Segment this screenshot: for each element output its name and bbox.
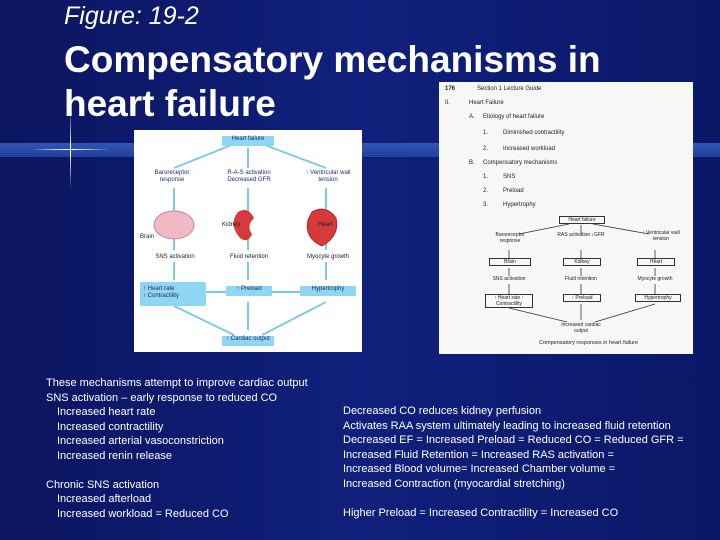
left-line-1: These mechanisms attempt to improve card… — [46, 377, 308, 389]
slide-title: Compensatory mechanisms in heart failure — [64, 38, 601, 126]
left-spacer — [46, 463, 308, 478]
fig-cardiac-output: ↑ Cardiac output — [222, 336, 274, 346]
scan-d-baroreceptor: Baroreceptor response — [495, 232, 525, 244]
scan-d-ventricular: ↑ Ventricular wall tension — [642, 230, 680, 242]
scan-a1-num: 1. — [483, 130, 489, 136]
fig-myocyte: Myocyte growth — [306, 254, 349, 260]
scan-b1-num: 1. — [483, 174, 489, 180]
slide-title-line-2: heart failure — [64, 83, 276, 124]
scan-d-output: Increased cardiac output — [561, 322, 601, 334]
fig-contractility: ↑ Contractility — [143, 293, 180, 299]
figure-label: Figure: 19-2 — [64, 2, 199, 30]
scan-numeral: II. — [445, 100, 451, 106]
scan-a2-text: Increased workload — [503, 146, 556, 152]
scan-d-preload: ↑ Preload — [563, 294, 601, 302]
lecture-guide-scan: 176 Section 1 Lecture Guide II. Heart Fa… — [439, 82, 693, 354]
scan-page-number: 176 — [445, 86, 456, 92]
fig-baroreceptor: Baroreceptor response — [154, 170, 190, 183]
sparkle-horizontal — [30, 149, 110, 150]
compensatory-mechanisms-figure: Heart failure Baroreceptor response R-A-… — [134, 130, 362, 352]
scan-b3-num: 3. — [483, 202, 489, 208]
left-line-2: SNS activation – early response to reduc… — [46, 391, 278, 404]
fig-ventricular: ↑ Ventricular wall tension — [305, 170, 351, 183]
kidney-icon — [233, 210, 254, 241]
left-text-column: These mechanisms attempt to improve card… — [46, 376, 308, 521]
scan-b-letter: B. — [469, 160, 475, 166]
scan-b1-text: SNS — [503, 174, 516, 180]
fig-heart-failure: Heart failure — [222, 136, 274, 146]
scan-b-text: Compensatory mechanisms — [483, 160, 558, 166]
fig-hypertrophy: Hypertrophy — [300, 286, 356, 296]
fig-heart-rate-box: ↑ Heart rate ↑ Contractility — [140, 282, 206, 306]
left-line-9: Increased afterload — [57, 493, 152, 505]
brain-icon — [153, 210, 195, 240]
right-spacer — [343, 491, 684, 506]
right-line-6: Increased Contraction (myocardial stretc… — [343, 477, 565, 490]
scan-d-myocyte: Myocyte growth — [637, 276, 673, 282]
left-line-5: Increased arterial vasoconstriction — [57, 435, 224, 447]
scan-a-text: Etiology of heart failure — [483, 114, 545, 120]
right-line-5: Increased Blood volume= Increased Chambe… — [343, 463, 616, 475]
fig-raas: R-A-S activation Decreased GFR — [227, 170, 271, 183]
fig-heart: Heart — [318, 222, 333, 228]
scan-b2-text: Preload — [503, 188, 524, 194]
scan-caption: Compensatory responses in heart failure — [539, 340, 639, 346]
scan-a-letter: A. — [469, 114, 475, 120]
right-line-3: Decreased EF = Increased Preload = Reduc… — [343, 434, 684, 446]
fig-fluid: Fluid retention — [229, 254, 269, 260]
left-line-8: Chronic SNS activation — [46, 478, 160, 491]
right-line-4: Increased Fluid Retention = Increased RA… — [343, 448, 614, 461]
scan-d-heart: Heart — [637, 258, 675, 266]
sparkle-vertical — [70, 110, 71, 190]
scan-d-kidney: Kidney — [563, 258, 601, 266]
scan-b2-num: 2. — [483, 188, 489, 194]
fig-brain: Brain — [140, 234, 155, 240]
fig-sns: SNS activation — [155, 254, 195, 260]
scan-d-brain: Brain — [489, 258, 531, 266]
scan-a2-num: 2. — [483, 146, 489, 152]
scan-d-heart-failure: Heart failure — [559, 216, 605, 224]
scan-d-fluid: Fluid retention — [565, 276, 597, 282]
scan-d-heart-rate: ↑ Heart rate ↑ Contractility — [485, 294, 533, 308]
scan-heading: Heart Failure — [469, 100, 504, 106]
figure-organs — [153, 208, 338, 247]
right-line-1: Decreased CO reduces kidney perfusion — [343, 405, 542, 417]
fig-preload: ↑ Preload — [226, 286, 272, 296]
left-line-4: Increased contractility — [57, 420, 164, 433]
accent-band-left — [0, 143, 134, 157]
scan-section: Section 1 Lecture Guide — [477, 86, 542, 92]
left-line-6: Increased renin release — [57, 449, 172, 462]
heart-icon — [306, 208, 338, 247]
scan-a1-text: Diminished contractility — [503, 130, 565, 136]
scan-d-sns: SNS activation — [492, 276, 526, 282]
left-line-10: Increased workload = Reduced CO — [57, 507, 229, 520]
left-line-3: Increased heart rate — [57, 406, 156, 418]
right-line-2: Activates RAA system ultimately leading … — [343, 419, 671, 432]
fig-kidney: Kidney — [222, 222, 241, 228]
scan-d-hypertrophy: Hypertrophy — [635, 294, 681, 302]
right-line-8: Higher Preload = Increased Contractility… — [343, 506, 619, 519]
slide-title-line-1: Compensatory mechanisms in — [64, 39, 601, 80]
scan-b3-text: Hypertrophy — [503, 202, 536, 208]
scan-d-ras: RAS activation ↓GFR — [557, 232, 605, 238]
right-text-column: Decreased CO reduces kidney perfusion Ac… — [343, 404, 684, 520]
fig-heart-rate: ↑ Heart rate — [143, 286, 175, 292]
